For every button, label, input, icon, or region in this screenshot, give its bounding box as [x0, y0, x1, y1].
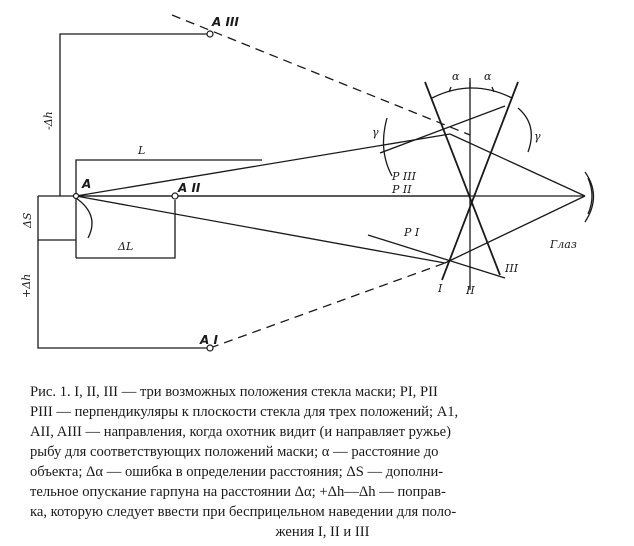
dashed-line-A-III	[171, 14, 471, 136]
perpendicular-P-I	[367, 234, 506, 279]
sight-line-upper	[75, 133, 451, 197]
label-mark-III: III	[504, 262, 519, 275]
label-mark-II: II	[465, 284, 475, 297]
caption-line: Рис. 1. I, II, III — три возможных полож…	[30, 384, 438, 400]
glass-position-I	[424, 81, 501, 276]
label-A-I: A I	[199, 333, 218, 347]
caption-line: ка, которую следует ввести при бесприцел…	[30, 504, 457, 520]
eye-icon-lid	[587, 177, 593, 215]
label-gamma-left: γ	[372, 126, 379, 139]
label-alpha-right: α	[484, 70, 492, 83]
label-rho-I: P I	[403, 226, 420, 239]
optics-diagram: A III A II A I A L -Δh +Δh ΔS ΔL α α γ γ…	[20, 14, 595, 352]
label-A: A	[81, 177, 91, 191]
label-delta-L: ΔL	[117, 240, 133, 253]
sight-line-to-eye-upper	[449, 133, 586, 197]
label-L: L	[137, 144, 145, 157]
label-delta-h-bottom: +Δh	[20, 274, 33, 298]
caption-line: объекта; Δα — ошибка в определении расст…	[30, 464, 444, 480]
eye-icon	[584, 171, 595, 223]
glass-position-III	[441, 81, 519, 281]
caption-line: AII, AIII — направления, когда охотник в…	[30, 424, 451, 440]
line-A-to-bottom	[75, 195, 446, 264]
gamma-arc-left	[382, 117, 393, 177]
alpha-tick-right	[491, 86, 495, 93]
point-A-II	[171, 192, 179, 200]
point-A-I	[206, 344, 214, 352]
label-A-III: A III	[211, 15, 239, 29]
label-A-II: A II	[177, 181, 201, 195]
caption-line: PIII — перпендикуляры к плоскости стекла…	[30, 404, 459, 420]
delta-L-dimension	[76, 200, 176, 259]
label-rho-III: P III	[391, 170, 417, 183]
gamma-arc-right	[517, 107, 532, 153]
line-bottom-to-eye	[444, 195, 586, 264]
alpha-tick-left	[448, 86, 452, 93]
label-eye: Глаз	[549, 238, 577, 251]
figure-caption: Рис. 1. I, II, III — три возможных полож…	[30, 382, 615, 542]
caption-line: жения I, II и III	[275, 524, 370, 540]
caption-line: тельное опускание гарпуна на расстоянии …	[30, 484, 446, 500]
caption-line: рыбу для соответствующих положений маски…	[30, 444, 439, 460]
L-dimension	[75, 159, 262, 196]
delta-S-bracket	[37, 196, 76, 241]
label-gamma-right: γ	[534, 130, 541, 143]
label-rho-II: P II	[391, 183, 412, 196]
delta-h-top-bracket	[59, 33, 210, 196]
trajectory-curve	[75, 197, 93, 239]
label-alpha-left: α	[452, 70, 460, 83]
perpendicular-P-III	[379, 105, 506, 154]
delta-h-bottom-bracket	[37, 240, 210, 349]
alpha-arc	[431, 87, 513, 99]
point-A	[72, 192, 80, 200]
label-delta-h-top: -Δh	[42, 111, 55, 130]
label-delta-S: ΔS	[21, 212, 34, 229]
dashed-line-A-I	[209, 262, 446, 349]
point-A-III	[206, 30, 214, 38]
label-mark-I: I	[437, 282, 443, 295]
